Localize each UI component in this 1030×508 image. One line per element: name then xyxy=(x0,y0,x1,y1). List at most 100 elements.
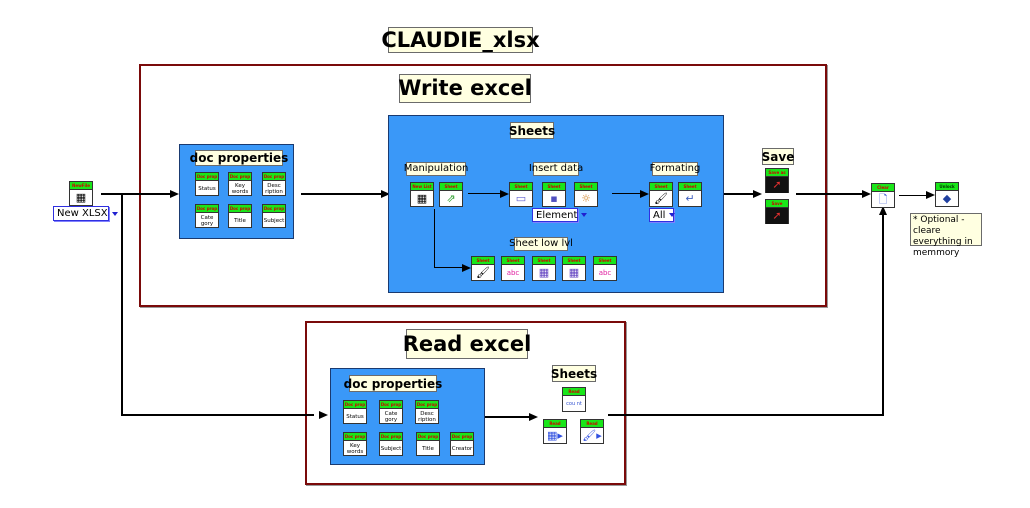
read-doc-prop-status-vi[interactable]: Doc prop Status xyxy=(343,400,367,424)
doc-prop-title-vi[interactable]: Doc prop Title xyxy=(228,204,252,228)
save-as-vi[interactable]: Save as ➚ xyxy=(765,168,789,193)
wire xyxy=(899,195,926,196)
vi-header: Sheet xyxy=(533,257,555,265)
clear-vi[interactable]: Clear 🗋 xyxy=(871,183,895,208)
wire xyxy=(796,193,862,195)
vi-label: Cate gory xyxy=(384,410,398,423)
save-vi[interactable]: Save ➚ xyxy=(765,199,789,224)
read-doc-prop-subject-vi[interactable]: Doc prop Subject xyxy=(379,432,403,456)
grid-brush-vi[interactable]: Sheet ▦ xyxy=(562,256,586,281)
unlock-memory-vi[interactable]: Unlock memory ◆ xyxy=(935,182,959,207)
read-excel-title: Read excel xyxy=(403,329,531,359)
wire xyxy=(468,193,500,194)
read-doc-prop-category-vi[interactable]: Doc prop Cate gory xyxy=(379,400,403,424)
vi-header: Doc prop xyxy=(380,401,402,409)
read-doc-prop-description-vi[interactable]: Doc prop Desc ription xyxy=(415,400,439,424)
wire xyxy=(724,193,754,195)
vi-header: Doc prop xyxy=(263,173,285,181)
wire-arrow xyxy=(319,411,328,419)
read-format-icon: 🖌▸ xyxy=(582,429,602,442)
save-icon: ➚ xyxy=(772,209,782,222)
insert-element-enum[interactable]: Element xyxy=(532,208,588,222)
write-sheets-title: Sheets xyxy=(508,122,556,139)
wire-arrow xyxy=(640,190,649,198)
wire-arrow xyxy=(500,190,509,198)
vi-header: Sheet xyxy=(594,257,616,265)
low-grid-icon: ▦ xyxy=(538,266,550,279)
wire-arrow xyxy=(462,264,471,272)
new-sheet-vi[interactable]: New List ▦ xyxy=(410,182,434,207)
column-width-vi[interactable]: Sheet ↵ xyxy=(678,182,702,207)
vi-header: Read xyxy=(563,388,585,396)
vi-label: Desc ription xyxy=(265,182,283,195)
read-grid-vi[interactable]: Read ▦▸ xyxy=(543,419,567,444)
vi-header: Save xyxy=(766,200,788,208)
vi-header: Doc prop xyxy=(344,401,366,409)
read-format-vi[interactable]: Read 🖌▸ xyxy=(580,419,604,444)
vi-header: Sheet xyxy=(563,257,585,265)
vi-header: Save as xyxy=(766,169,788,177)
unlock-memory-icon: ◆ xyxy=(942,192,952,205)
low-brush-vi[interactable]: Sheet 🖌 xyxy=(471,256,495,281)
vi-label: Status xyxy=(198,185,216,192)
excel-file-icon: ▦ xyxy=(75,191,87,204)
vi-header: Sheet xyxy=(502,257,524,265)
vi-header: Doc prop xyxy=(417,433,439,441)
wire xyxy=(434,267,462,268)
wire-arrow xyxy=(926,191,935,199)
copy-sheet-vi[interactable]: Sheet ⇗ xyxy=(439,182,463,207)
new-file-type-enum[interactable]: New XLSX xyxy=(53,206,118,221)
low-text-vi[interactable]: Sheet abc xyxy=(501,256,525,281)
low-text-down-vi[interactable]: Sheet abc xyxy=(593,256,617,281)
doc-prop-category-vi[interactable]: Doc prop Cate gory xyxy=(195,204,219,228)
grid-brush-icon: ▦ xyxy=(568,266,580,279)
low-text-icon: abc xyxy=(506,269,520,277)
insert-row-vi[interactable]: Sheet ▭ xyxy=(509,182,533,207)
insert-image-icon: ☼ xyxy=(581,192,591,205)
vi-label: Title xyxy=(422,445,434,452)
insert-cell-vi[interactable]: Sheet ▪ xyxy=(542,182,566,207)
vi-header: Doc prop xyxy=(380,433,402,441)
vi-header: Sheet xyxy=(543,183,565,191)
vi-header: Sheet xyxy=(440,183,462,191)
format-brush-vi[interactable]: Sheet 🖌 xyxy=(649,182,673,207)
wire-arrow xyxy=(879,206,887,215)
vi-label: Desc ription xyxy=(418,410,436,423)
read-doc-prop-creator-vi[interactable]: Doc prop Creator xyxy=(450,432,474,456)
chevron-down-icon xyxy=(581,213,588,217)
vi-header: Read xyxy=(581,420,603,428)
save-title: Save xyxy=(761,148,795,165)
doc-prop-subject-vi[interactable]: Doc prop Subject xyxy=(262,204,286,228)
wire-arrow xyxy=(381,190,390,198)
vi-header: Clear xyxy=(872,184,894,192)
chevron-down-icon xyxy=(111,211,118,216)
vi-label: Creator xyxy=(451,445,473,452)
manipulation-title: Manipulation xyxy=(403,162,469,176)
vi-label: Subject xyxy=(380,445,402,452)
insert-row-icon: ▭ xyxy=(515,192,527,205)
save-as-icon: ➚ xyxy=(772,178,782,191)
doc-prop-description-vi[interactable]: Doc prop Desc ription xyxy=(262,172,286,196)
wire xyxy=(612,193,640,194)
new-file-vi[interactable]: NewFile ▦ xyxy=(69,181,93,206)
wire xyxy=(608,414,884,416)
insert-image-vi[interactable]: Sheet ☼ xyxy=(574,182,598,207)
wire xyxy=(121,193,123,416)
read-doc-prop-title-vi[interactable]: Doc prop Title xyxy=(416,432,440,456)
column-width-icon: ↵ xyxy=(685,192,695,205)
wire xyxy=(101,193,173,195)
vi-header: Read xyxy=(544,420,566,428)
read-grid-icon: ▦▸ xyxy=(547,429,563,442)
doc-prop-status-vi[interactable]: Doc prop Status xyxy=(195,172,219,196)
vi-label: Key words xyxy=(346,442,364,455)
doc-prop-keywords-vi[interactable]: Doc prop Key words xyxy=(228,172,252,196)
read-doc-prop-keywords-vi[interactable]: Doc prop Key words xyxy=(343,432,367,456)
diagram-title: CLAUDIE_xlsx xyxy=(381,27,540,53)
write-excel-title: Write excel xyxy=(398,74,532,103)
sheet-count-vi[interactable]: Read cou nt xyxy=(562,387,586,412)
vi-header: Doc prop xyxy=(263,205,285,213)
format-all-enum[interactable]: All xyxy=(649,208,676,222)
vi-header: Sheet xyxy=(510,183,532,191)
low-grid-vi[interactable]: Sheet ▦ xyxy=(532,256,556,281)
enum-value: Element xyxy=(536,209,578,221)
